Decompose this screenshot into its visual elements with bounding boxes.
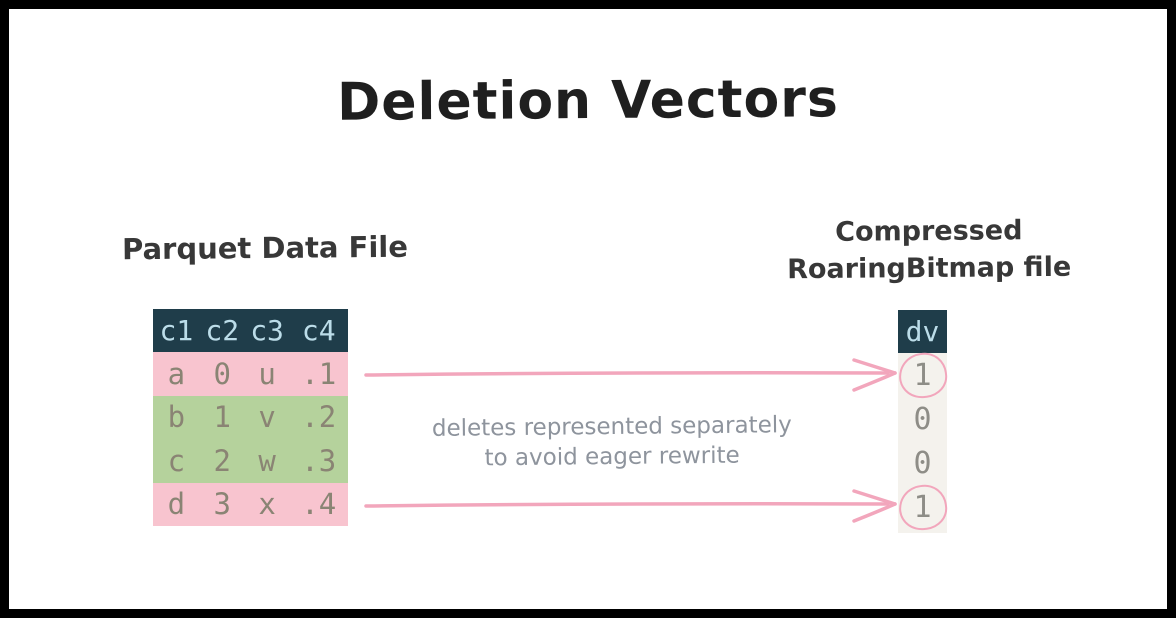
parquet-data-table: c1 c2 c3 c4 a 0 u .1 b 1 v .2 c 2 w .3 d…	[153, 309, 348, 526]
table-cell: 0	[213, 356, 231, 391]
roaringbitmap-file-label: Compressed RoaringBitmap file	[781, 212, 1078, 289]
annotation-line2: to avoid eager rewrite	[484, 442, 740, 472]
roaringbitmap-label-line1: Compressed	[835, 215, 1023, 248]
parquet-file-label: Parquet Data File	[121, 229, 409, 267]
table-cell: v	[258, 400, 276, 435]
dv-column-body: 1 0 0 1	[895, 350, 950, 533]
column-header-c3: c3	[250, 314, 284, 347]
table-row-kept-2: c 2 w .3	[153, 439, 348, 483]
dv-value-row1: 1	[895, 350, 950, 401]
table-cell: .1	[301, 356, 337, 391]
table-row-deleted-2: d 3 x .4	[153, 482, 348, 526]
table-row-deleted-1: a 0 u .1	[153, 352, 348, 396]
column-header-c4: c4	[301, 314, 336, 347]
table-cell: 2	[213, 443, 231, 478]
annotation-line1: deletes represented separately	[431, 412, 792, 442]
column-header-c2: c2	[205, 314, 240, 347]
table-cell: u	[258, 356, 276, 391]
dv-value-row2: 0	[898, 397, 947, 441]
table-cell: 3	[213, 487, 231, 522]
table-header-row: c1 c2 c3 c4	[153, 309, 348, 352]
table-cell: .3	[301, 443, 337, 478]
table-cell: b	[167, 400, 186, 435]
table-row-kept-1: b 1 v .2	[153, 395, 348, 439]
arrow-deleted-row1-icon	[364, 358, 897, 392]
dv-bit: 0	[913, 401, 932, 437]
dv-column-header: dv	[898, 310, 947, 353]
pink-circle-highlight	[895, 482, 950, 533]
annotation-note: deletes represented separately to avoid …	[397, 410, 828, 474]
dv-bit: 1	[913, 357, 932, 393]
table-cell: x	[258, 487, 276, 522]
table-cell: w	[258, 443, 276, 478]
table-cell: .2	[301, 400, 337, 435]
table-cell: c	[167, 443, 186, 478]
column-header-c1: c1	[159, 314, 194, 347]
dv-value-row4: 1	[895, 482, 950, 533]
deletion-vector-column: dv 1 0 0 1	[895, 310, 950, 533]
table-cell: 1	[213, 400, 231, 435]
dv-bit: 1	[913, 489, 932, 525]
table-cell: a	[167, 356, 186, 391]
pink-circle-highlight	[895, 350, 950, 401]
dv-value-row3: 0	[898, 441, 947, 485]
roaringbitmap-label-line2: RoaringBitmap file	[786, 251, 1072, 286]
table-cell: d	[167, 487, 186, 522]
dv-bit: 0	[913, 445, 932, 481]
page-title: Deletion Vectors	[336, 69, 840, 133]
table-cell: .4	[301, 487, 337, 522]
arrow-deleted-row4-icon	[364, 489, 897, 523]
